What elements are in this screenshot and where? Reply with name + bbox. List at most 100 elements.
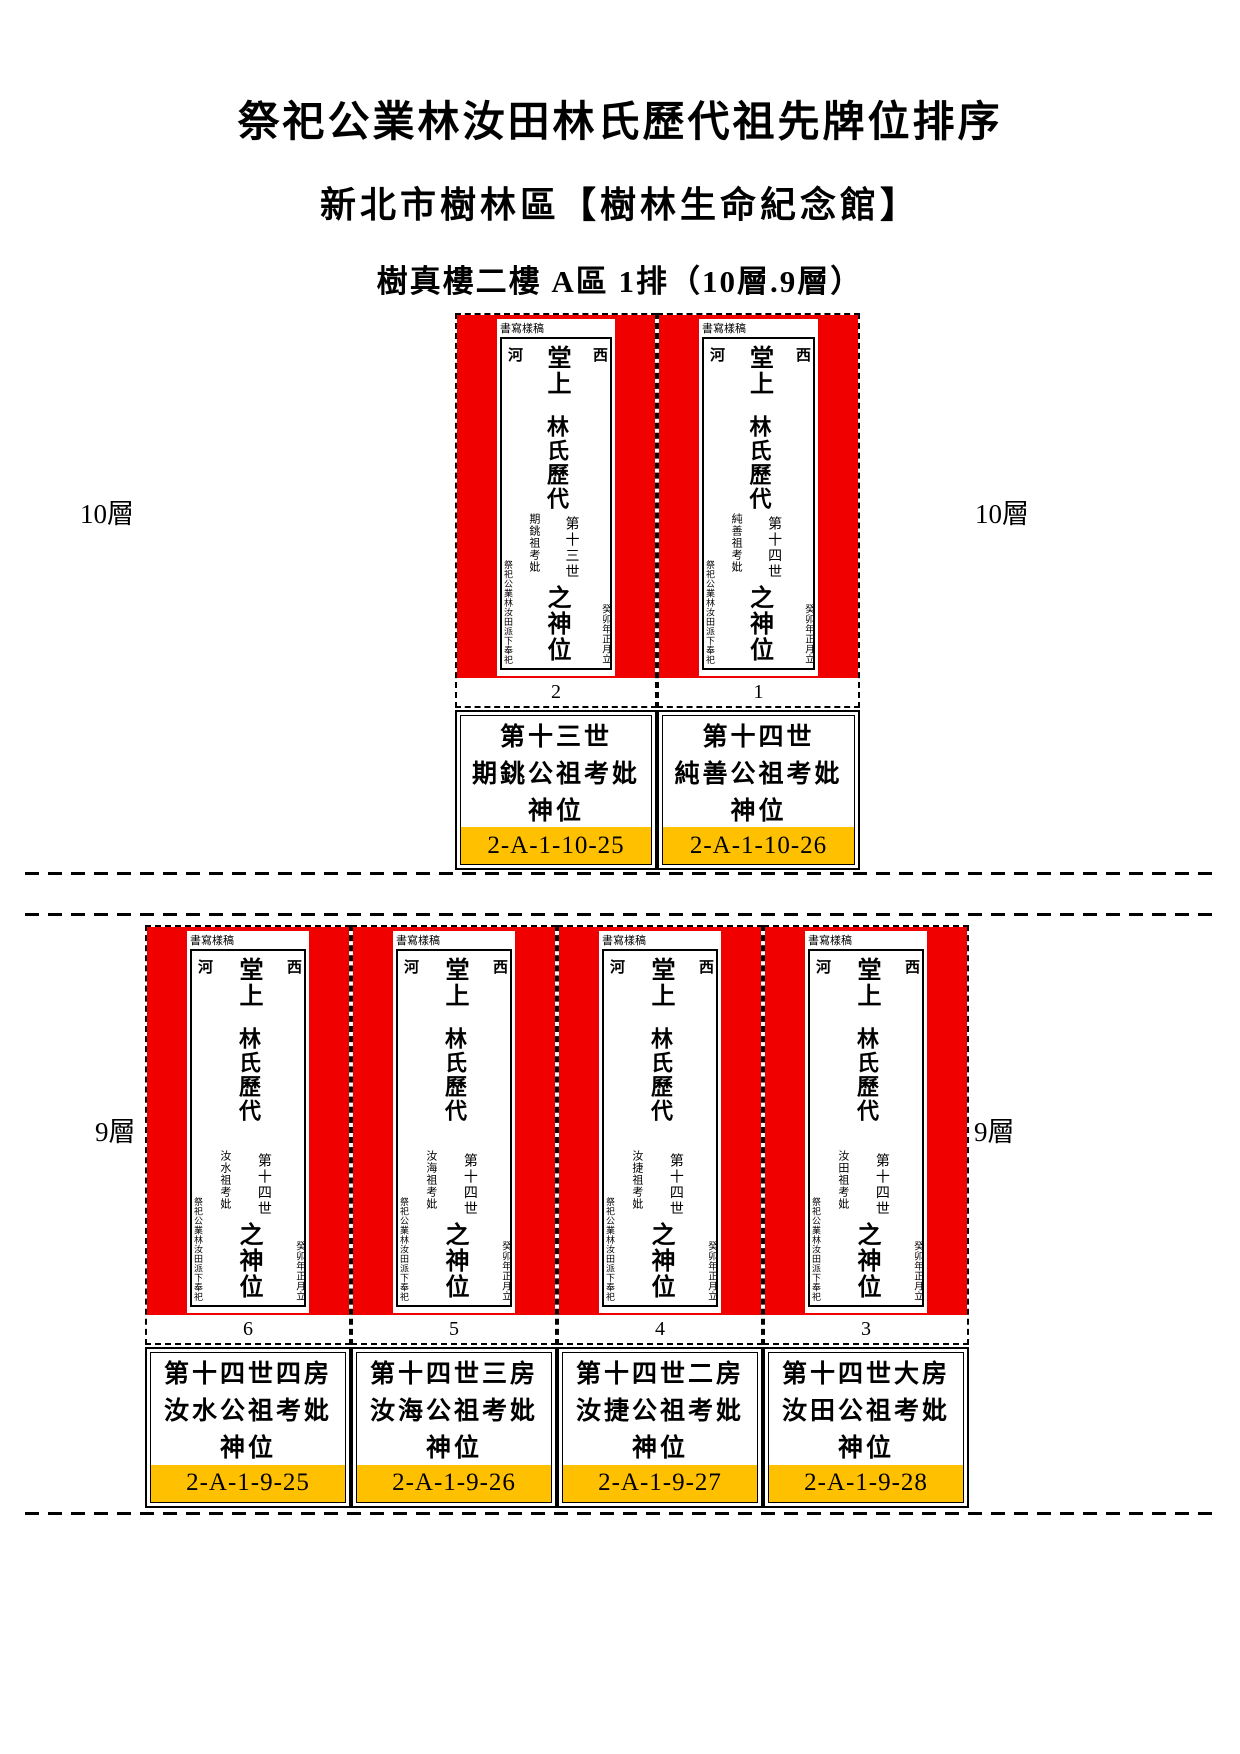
draft-note: 書寫樣稿 [190, 935, 234, 947]
label-line-1: 第十三世 [499, 723, 612, 751]
label-line-2: 純善公祖考妣 [674, 760, 843, 788]
level-label-left-9: 9層 [95, 1117, 136, 1147]
hall-char-right: 西 [591, 347, 607, 362]
page-title: 祭祀公業林汝田林氏歷代祖先牌位排序 [237, 98, 1003, 145]
draft-note: 書寫樣稿 [396, 935, 440, 947]
dedication-text: 祭祀公業林汝田派下奉祀 [705, 559, 715, 665]
tablet-lineage: 林氏歷代 [544, 415, 569, 511]
tablet-cell-6: 書寫樣稿 西 河 堂上 林氏歷代 第十四世 汝水祖考妣 之神位 祭祀公業林汝田派… [145, 925, 351, 1345]
tablet-frame: 西 河 堂上 林氏歷代 第十四世 純善祖考妣 之神位 祭祀公業林汝田派下奉祀 癸… [702, 337, 815, 670]
hall-char-left: 河 [608, 959, 624, 974]
tablet-frame: 西 河 堂上 林氏歷代 第十三世 期銚祖考妣 之神位 祭祀公業林汝田派下奉祀 癸… [500, 337, 612, 670]
label-line-2: 期銚公祖考妣 [471, 760, 640, 788]
hall-char-left: 河 [708, 347, 724, 362]
tablet-red-background: 書寫樣稿 西 河 堂上 林氏歷代 第十四世 汝田祖考妣 之神位 祭祀公業林汝田派… [765, 927, 967, 1315]
hall-char-right: 西 [285, 959, 301, 974]
tablet-label-box-1: 第十四世 純善公祖考妣 神位 2-A-1-10-26 [657, 710, 860, 870]
tablet-lineage: 林氏歷代 [854, 1027, 879, 1123]
tablet-lineage: 林氏歷代 [442, 1027, 467, 1123]
tablet-ancestor-name: 汝海祖考妣 [424, 1150, 437, 1210]
label-line-1: 第十四世大房 [781, 1360, 950, 1388]
draft-note: 書寫樣稿 [500, 323, 544, 335]
tablet-label-box-5: 第十四世三房 汝海公祖考妣 神位 2-A-1-9-26 [351, 1347, 557, 1508]
position-id: 2-A-1-9-28 [769, 1464, 963, 1502]
tablet-label-inner: 第十四世三房 汝海公祖考妣 神位 2-A-1-9-26 [356, 1352, 552, 1503]
tablet-ancestor-name: 純善祖考妣 [730, 513, 743, 573]
label-line-1: 第十四世三房 [369, 1360, 538, 1388]
tablet-header: 堂上 [647, 957, 673, 1009]
tablet-header: 堂上 [543, 345, 569, 397]
dedication-text: 祭祀公業林汝田派下奉祀 [503, 559, 513, 665]
label-line-2: 汝田公祖考妣 [781, 1397, 950, 1425]
tablet-number: 4 [559, 1315, 761, 1343]
tablet-ending: 之神位 [647, 1222, 673, 1300]
date-text: 癸卯年正月立 [500, 1241, 510, 1301]
hall-char-right: 西 [697, 959, 713, 974]
position-id: 2-A-1-9-26 [357, 1464, 551, 1502]
dashed-separator-top [25, 872, 1215, 875]
tablet-ancestor-name: 汝捷祖考妣 [630, 1150, 643, 1210]
dashed-separator-bottom [25, 1512, 1215, 1515]
tablet-label-inner: 第十四世四房 汝水公祖考妣 神位 2-A-1-9-25 [150, 1352, 346, 1503]
tablet-label-box-3: 第十四世大房 汝田公祖考妣 神位 2-A-1-9-28 [763, 1347, 969, 1508]
tablet-cell-5: 書寫樣稿 西 河 堂上 林氏歷代 第十四世 汝海祖考妣 之神位 祭祀公業林汝田派… [351, 925, 557, 1345]
tablet-ancestor-name: 汝水祖考妣 [218, 1150, 231, 1210]
page-subtitle: 新北市樹林區【樹林生命紀念館】 [319, 185, 920, 225]
tablet-cell-4: 書寫樣稿 西 河 堂上 林氏歷代 第十四世 汝捷祖考妣 之神位 祭祀公業林汝田派… [557, 925, 763, 1345]
tablet-cell-3: 書寫樣稿 西 河 堂上 林氏歷代 第十四世 汝田祖考妣 之神位 祭祀公業林汝田派… [763, 925, 969, 1345]
tablet-label-box-2: 第十三世 期銚公祖考妣 神位 2-A-1-10-25 [455, 710, 657, 870]
tablet-generation: 第十四世 [766, 516, 782, 580]
tablet-ending: 之神位 [235, 1222, 261, 1300]
label-line-1: 第十四世四房 [163, 1360, 332, 1388]
label-line-2: 汝捷公祖考妣 [575, 1397, 744, 1425]
tablet-number: 3 [765, 1315, 967, 1343]
tablet-scan: 書寫樣稿 西 河 堂上 林氏歷代 第十四世 汝海祖考妣 之神位 祭祀公業林汝田派… [393, 931, 515, 1313]
level-label-left-10: 10層 [80, 499, 134, 529]
date-text: 癸卯年正月立 [294, 1241, 304, 1301]
tablet-red-background: 書寫樣稿 西 河 堂上 林氏歷代 第十四世 純善祖考妣 之神位 祭祀公業林汝田派… [659, 315, 858, 678]
section-location: 樹真樓二樓 A區 1排（10層.9層） [376, 264, 864, 299]
label-line-2: 汝海公祖考妣 [369, 1397, 538, 1425]
hall-char-left: 河 [196, 959, 212, 974]
dashed-separator-middle [25, 913, 1215, 916]
label-line-3: 神位 [219, 1435, 276, 1463]
hall-char-right: 西 [903, 959, 919, 974]
date-text: 癸卯年正月立 [600, 604, 610, 664]
tablet-scan: 書寫樣稿 西 河 堂上 林氏歷代 第十四世 汝捷祖考妣 之神位 祭祀公業林汝田派… [599, 931, 721, 1313]
label-line-1: 第十四世二房 [575, 1360, 744, 1388]
label-line-3: 神位 [425, 1435, 482, 1463]
draft-note: 書寫樣稿 [702, 323, 746, 335]
label-line-2: 汝水公祖考妣 [163, 1397, 332, 1425]
tablet-number: 1 [659, 678, 858, 706]
tablet-red-background: 書寫樣稿 西 河 堂上 林氏歷代 第十四世 汝水祖考妣 之神位 祭祀公業林汝田派… [147, 927, 349, 1315]
tablet-label-box-4: 第十四世二房 汝捷公祖考妣 神位 2-A-1-9-27 [557, 1347, 763, 1508]
tablet-header: 堂上 [745, 345, 772, 397]
tablet-header: 堂上 [235, 957, 261, 1009]
tablet-ending: 之神位 [745, 585, 772, 663]
dedication-text: 祭祀公業林汝田派下奉祀 [399, 1196, 409, 1302]
label-line-3: 神位 [837, 1435, 894, 1463]
tablet-red-background: 書寫樣稿 西 河 堂上 林氏歷代 第十四世 汝捷祖考妣 之神位 祭祀公業林汝田派… [559, 927, 761, 1315]
tablet-number: 2 [457, 678, 655, 706]
hall-char-left: 河 [506, 347, 522, 362]
tablet-lineage: 林氏歷代 [746, 415, 772, 511]
position-id: 2-A-1-10-25 [461, 827, 651, 864]
label-line-1: 第十四世 [702, 723, 815, 751]
level-label-right-9: 9層 [974, 1117, 1015, 1147]
dedication-text: 祭祀公業林汝田派下奉祀 [605, 1196, 615, 1302]
tablet-frame: 西 河 堂上 林氏歷代 第十四世 汝水祖考妣 之神位 祭祀公業林汝田派下奉祀 癸… [190, 949, 306, 1307]
tablet-cell-1: 書寫樣稿 西 河 堂上 林氏歷代 第十四世 純善祖考妣 之神位 祭祀公業林汝田派… [657, 313, 860, 708]
tablet-frame: 西 河 堂上 林氏歷代 第十四世 汝海祖考妣 之神位 祭祀公業林汝田派下奉祀 癸… [396, 949, 512, 1307]
label-line-3: 神位 [730, 797, 787, 825]
label-line-3: 神位 [527, 797, 584, 825]
tablet-number: 5 [353, 1315, 555, 1343]
tablet-scan: 書寫樣稿 西 河 堂上 林氏歷代 第十三世 期銚祖考妣 之神位 祭祀公業林汝田派… [497, 319, 615, 676]
draft-note: 書寫樣稿 [808, 935, 852, 947]
position-id: 2-A-1-9-27 [563, 1464, 757, 1502]
tablet-scan: 書寫樣稿 西 河 堂上 林氏歷代 第十四世 汝水祖考妣 之神位 祭祀公業林汝田派… [187, 931, 309, 1313]
tablet-header: 堂上 [853, 957, 879, 1009]
hall-char-left: 河 [814, 959, 830, 974]
dedication-text: 祭祀公業林汝田派下奉祀 [811, 1196, 821, 1302]
tablet-label-inner: 第十三世 期銚公祖考妣 神位 2-A-1-10-25 [460, 715, 652, 865]
